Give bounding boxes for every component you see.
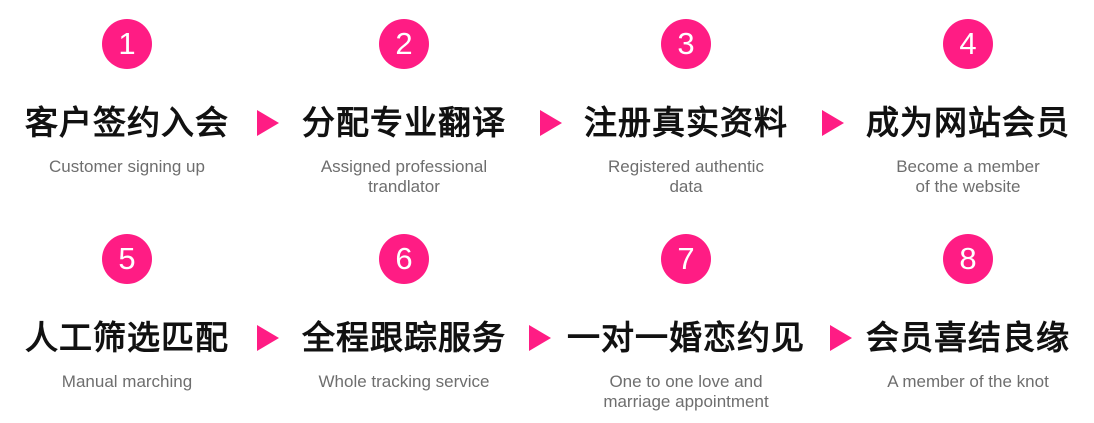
step-subtitle: Registered authentic data xyxy=(608,157,764,196)
step-number-badge: 7 xyxy=(661,234,711,284)
step-number-badge: 3 xyxy=(661,19,711,69)
arrow-right-icon xyxy=(257,325,279,351)
process-row-2: 5 人工筛选匹配 Manual marching 6 全程跟踪服务 Whole … xyxy=(0,215,1094,415)
step-subtitle: Manual marching xyxy=(61,372,193,391)
step-subtitle: Whole tracking service xyxy=(318,372,490,391)
step-subtitle: Assigned professional trandlator xyxy=(320,157,488,196)
step-title: 人工筛选匹配 xyxy=(25,318,229,357)
step-title: 会员喜结良缘 xyxy=(866,318,1070,357)
step-title: 注册真实资料 xyxy=(584,103,788,142)
arrow-right-icon xyxy=(529,325,551,351)
arrow-right-icon xyxy=(257,110,279,136)
step-title: 客户签约入会 xyxy=(25,103,229,142)
step-subtitle: A member of the knot xyxy=(887,372,1049,391)
step-subtitle: Become a member of the website xyxy=(896,157,1040,196)
step-title: 一对一婚恋约见 xyxy=(567,318,805,357)
step-title: 全程跟踪服务 xyxy=(302,318,506,357)
step-subtitle: Customer signing up xyxy=(49,157,205,176)
step-subtitle: One to one love and marriage appointment xyxy=(603,372,769,411)
step-number-badge: 8 xyxy=(943,234,993,284)
step-title: 成为网站会员 xyxy=(866,103,1070,142)
step-title: 分配专业翻译 xyxy=(302,103,506,142)
arrow-right-icon xyxy=(830,325,852,351)
arrow-right-icon xyxy=(540,110,562,136)
process-row-1: 1 客户签约入会 Customer signing up 2 分配专业翻译 As… xyxy=(0,0,1094,200)
step-number-badge: 5 xyxy=(102,234,152,284)
step-number-badge: 2 xyxy=(379,19,429,69)
step-number-badge: 1 xyxy=(102,19,152,69)
step-number-badge: 4 xyxy=(943,19,993,69)
step-number-badge: 6 xyxy=(379,234,429,284)
arrow-right-icon xyxy=(822,110,844,136)
